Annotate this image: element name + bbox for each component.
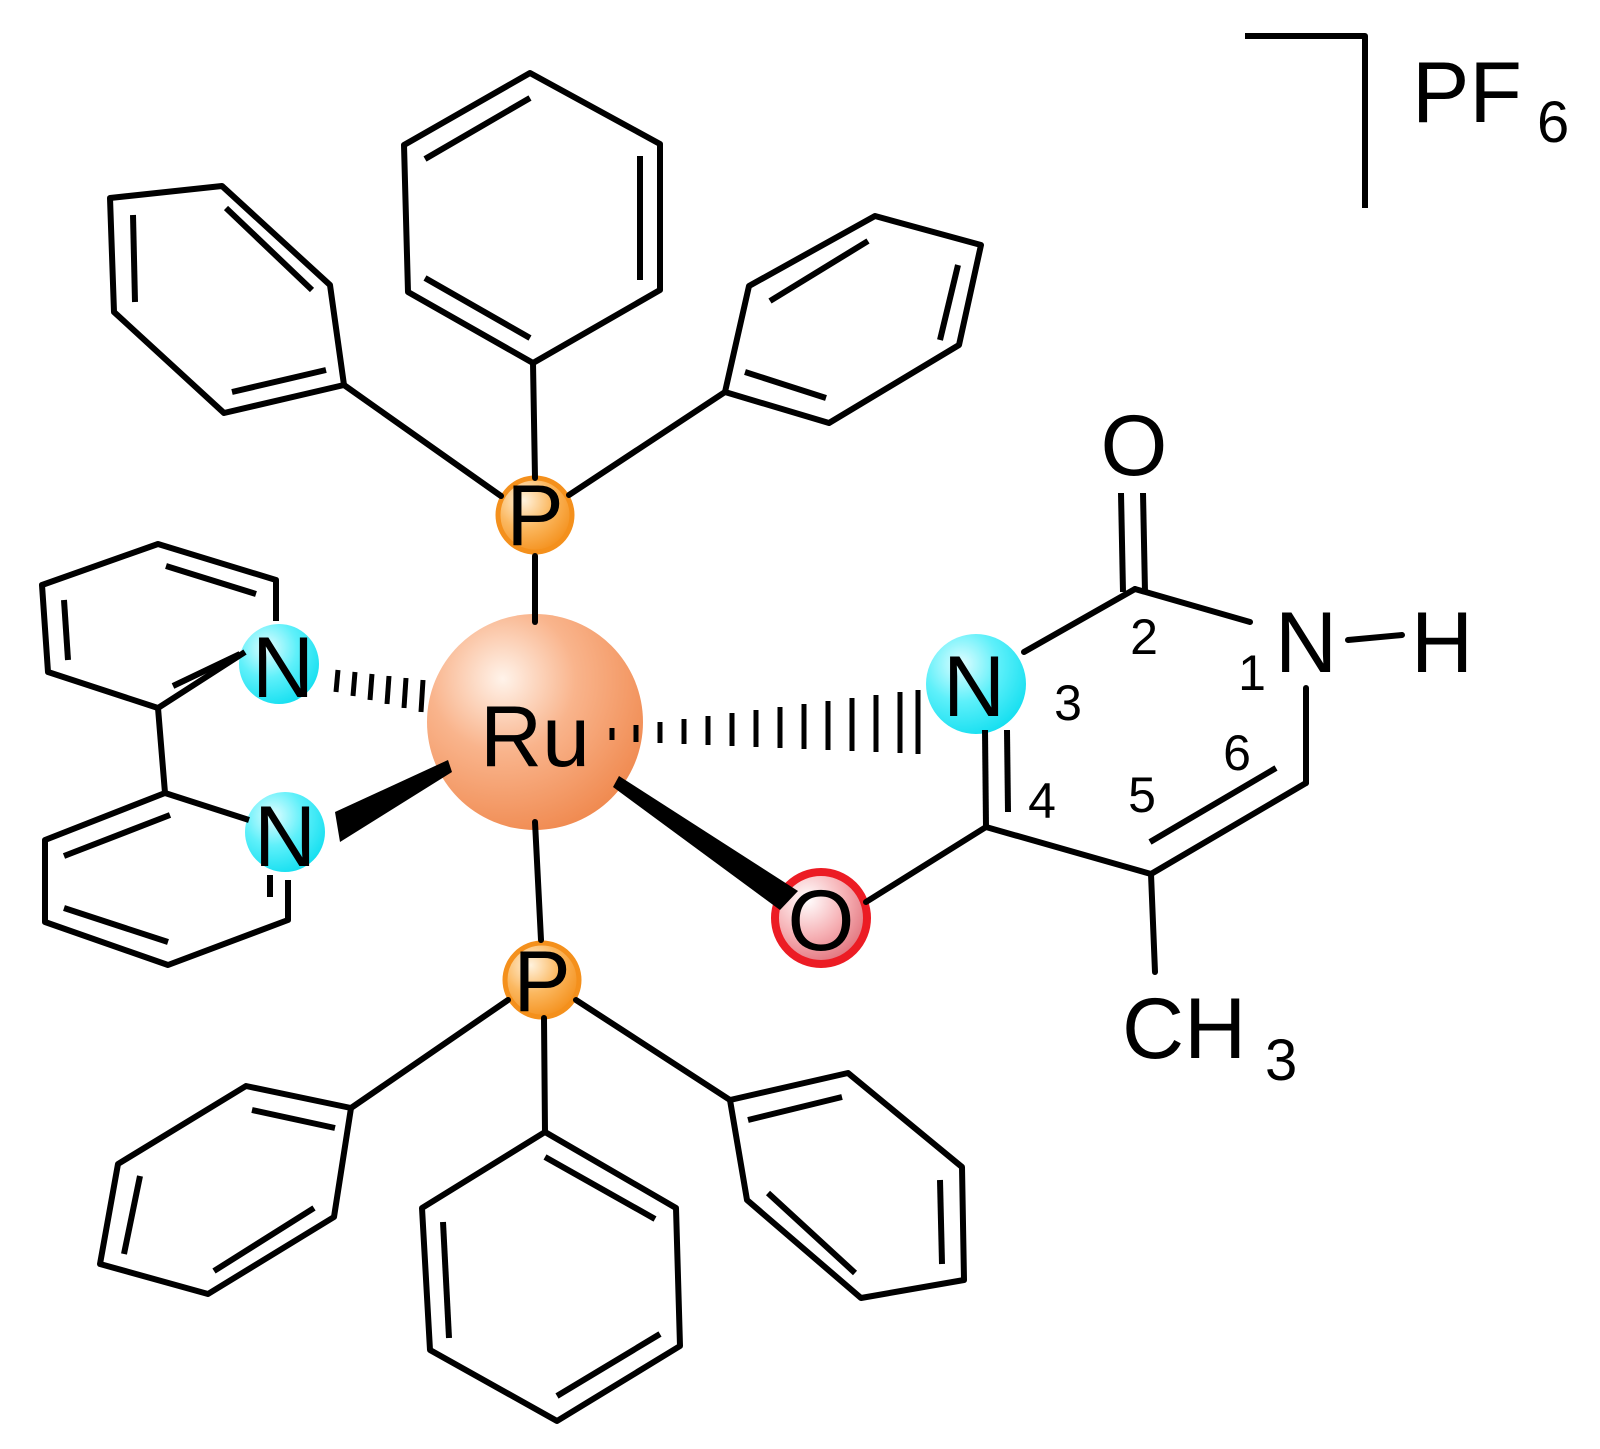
ruthenium-label: Ru [480,689,590,785]
phenyl-ring [722,213,984,426]
bond-c2-n1 [1132,586,1253,625]
bond-c5-c4 [983,824,1154,877]
methyl-label: CH 3 [1122,981,1297,1093]
bipy-nitrogen-bottom-ball [245,792,325,872]
position-number-1: 1 [1238,645,1266,701]
phenyl-ring [401,70,663,366]
ligand-nitrogen-label: N [943,639,1005,735]
bond-p-phenyl-up [530,360,538,481]
ligand-oxygen-label: O [788,873,855,969]
bond-bipy-link [155,705,168,796]
ligand-nitrogen-ball [926,634,1026,734]
bond-c6-c5-inner [1148,765,1278,845]
bond-c2-o-double-b [1140,492,1148,593]
bond-p-phenyl-right [573,997,733,1103]
bond-p-phenyl-left [348,997,511,1111]
nh-nitrogen-label: N [1275,595,1337,691]
pyridine-ring-top [39,541,279,711]
phenyl-ring [107,183,347,416]
bipyridine-ligand [39,541,452,968]
bond-p-ru-bottom [532,819,544,943]
bond-p-phenyl-down [541,1015,548,1135]
top-triphenylphosphine [107,70,984,625]
phenyl-ring [419,1129,683,1424]
counterion-bracket [1245,33,1368,208]
bond-p-phenyl-left [341,382,504,499]
ruthenium-atom-ball [427,614,643,830]
bond-n3-c2 [1021,586,1138,655]
methyl-subscript: 3 [1265,1028,1297,1093]
counterion-label: PF 6 [1412,45,1569,155]
position-number-5: 5 [1128,767,1156,823]
bond-c5-methyl [1148,871,1158,975]
counterion-subscript: 6 [1537,90,1569,155]
phenyl-ring [727,1070,967,1301]
wedge-bond-n-ru-bipy [335,760,452,842]
position-number-3: 3 [1054,675,1082,731]
pyridine-ring-bottom [42,790,291,968]
ligand-oxygen-ball [771,868,871,968]
phosphorus-top-label: P [506,468,563,564]
bond-n1-h [1345,632,1405,643]
position-number-4: 4 [1028,773,1056,829]
bond-c4-n3-b [1004,729,1011,813]
bond-p-phenyl-right [566,389,728,498]
bottom-triphenylphosphine [97,819,967,1424]
pyrimidinone-ligand [609,492,1405,975]
bipy-nitrogen-top-ball [239,624,319,704]
bond-c6-c5 [1148,780,1309,877]
position-number-2: 2 [1130,609,1158,665]
nh-hydrogen-label: H [1411,595,1473,691]
wedge-bond-ru-o [613,776,798,910]
carbonyl-oxygen-label: O [1101,398,1168,494]
bipy-nitrogen-bottom-label: N [254,789,316,885]
methyl-main-text: CH [1122,981,1246,1077]
counterion-main-text: PF [1412,45,1522,141]
bond-c4-n3-a [982,729,989,828]
hashed-bond-n-ru-bipy [333,669,426,713]
phosphorus-bottom-label: P [513,934,570,1030]
phenyl-ring [97,1083,354,1297]
bipy-nitrogen-top-label: N [252,620,314,716]
hashed-bond-ru-n3 [609,690,921,754]
position-number-6: 6 [1223,725,1251,781]
bond-c4-o [863,824,989,905]
bond-c2-o-double-a [1118,492,1126,593]
